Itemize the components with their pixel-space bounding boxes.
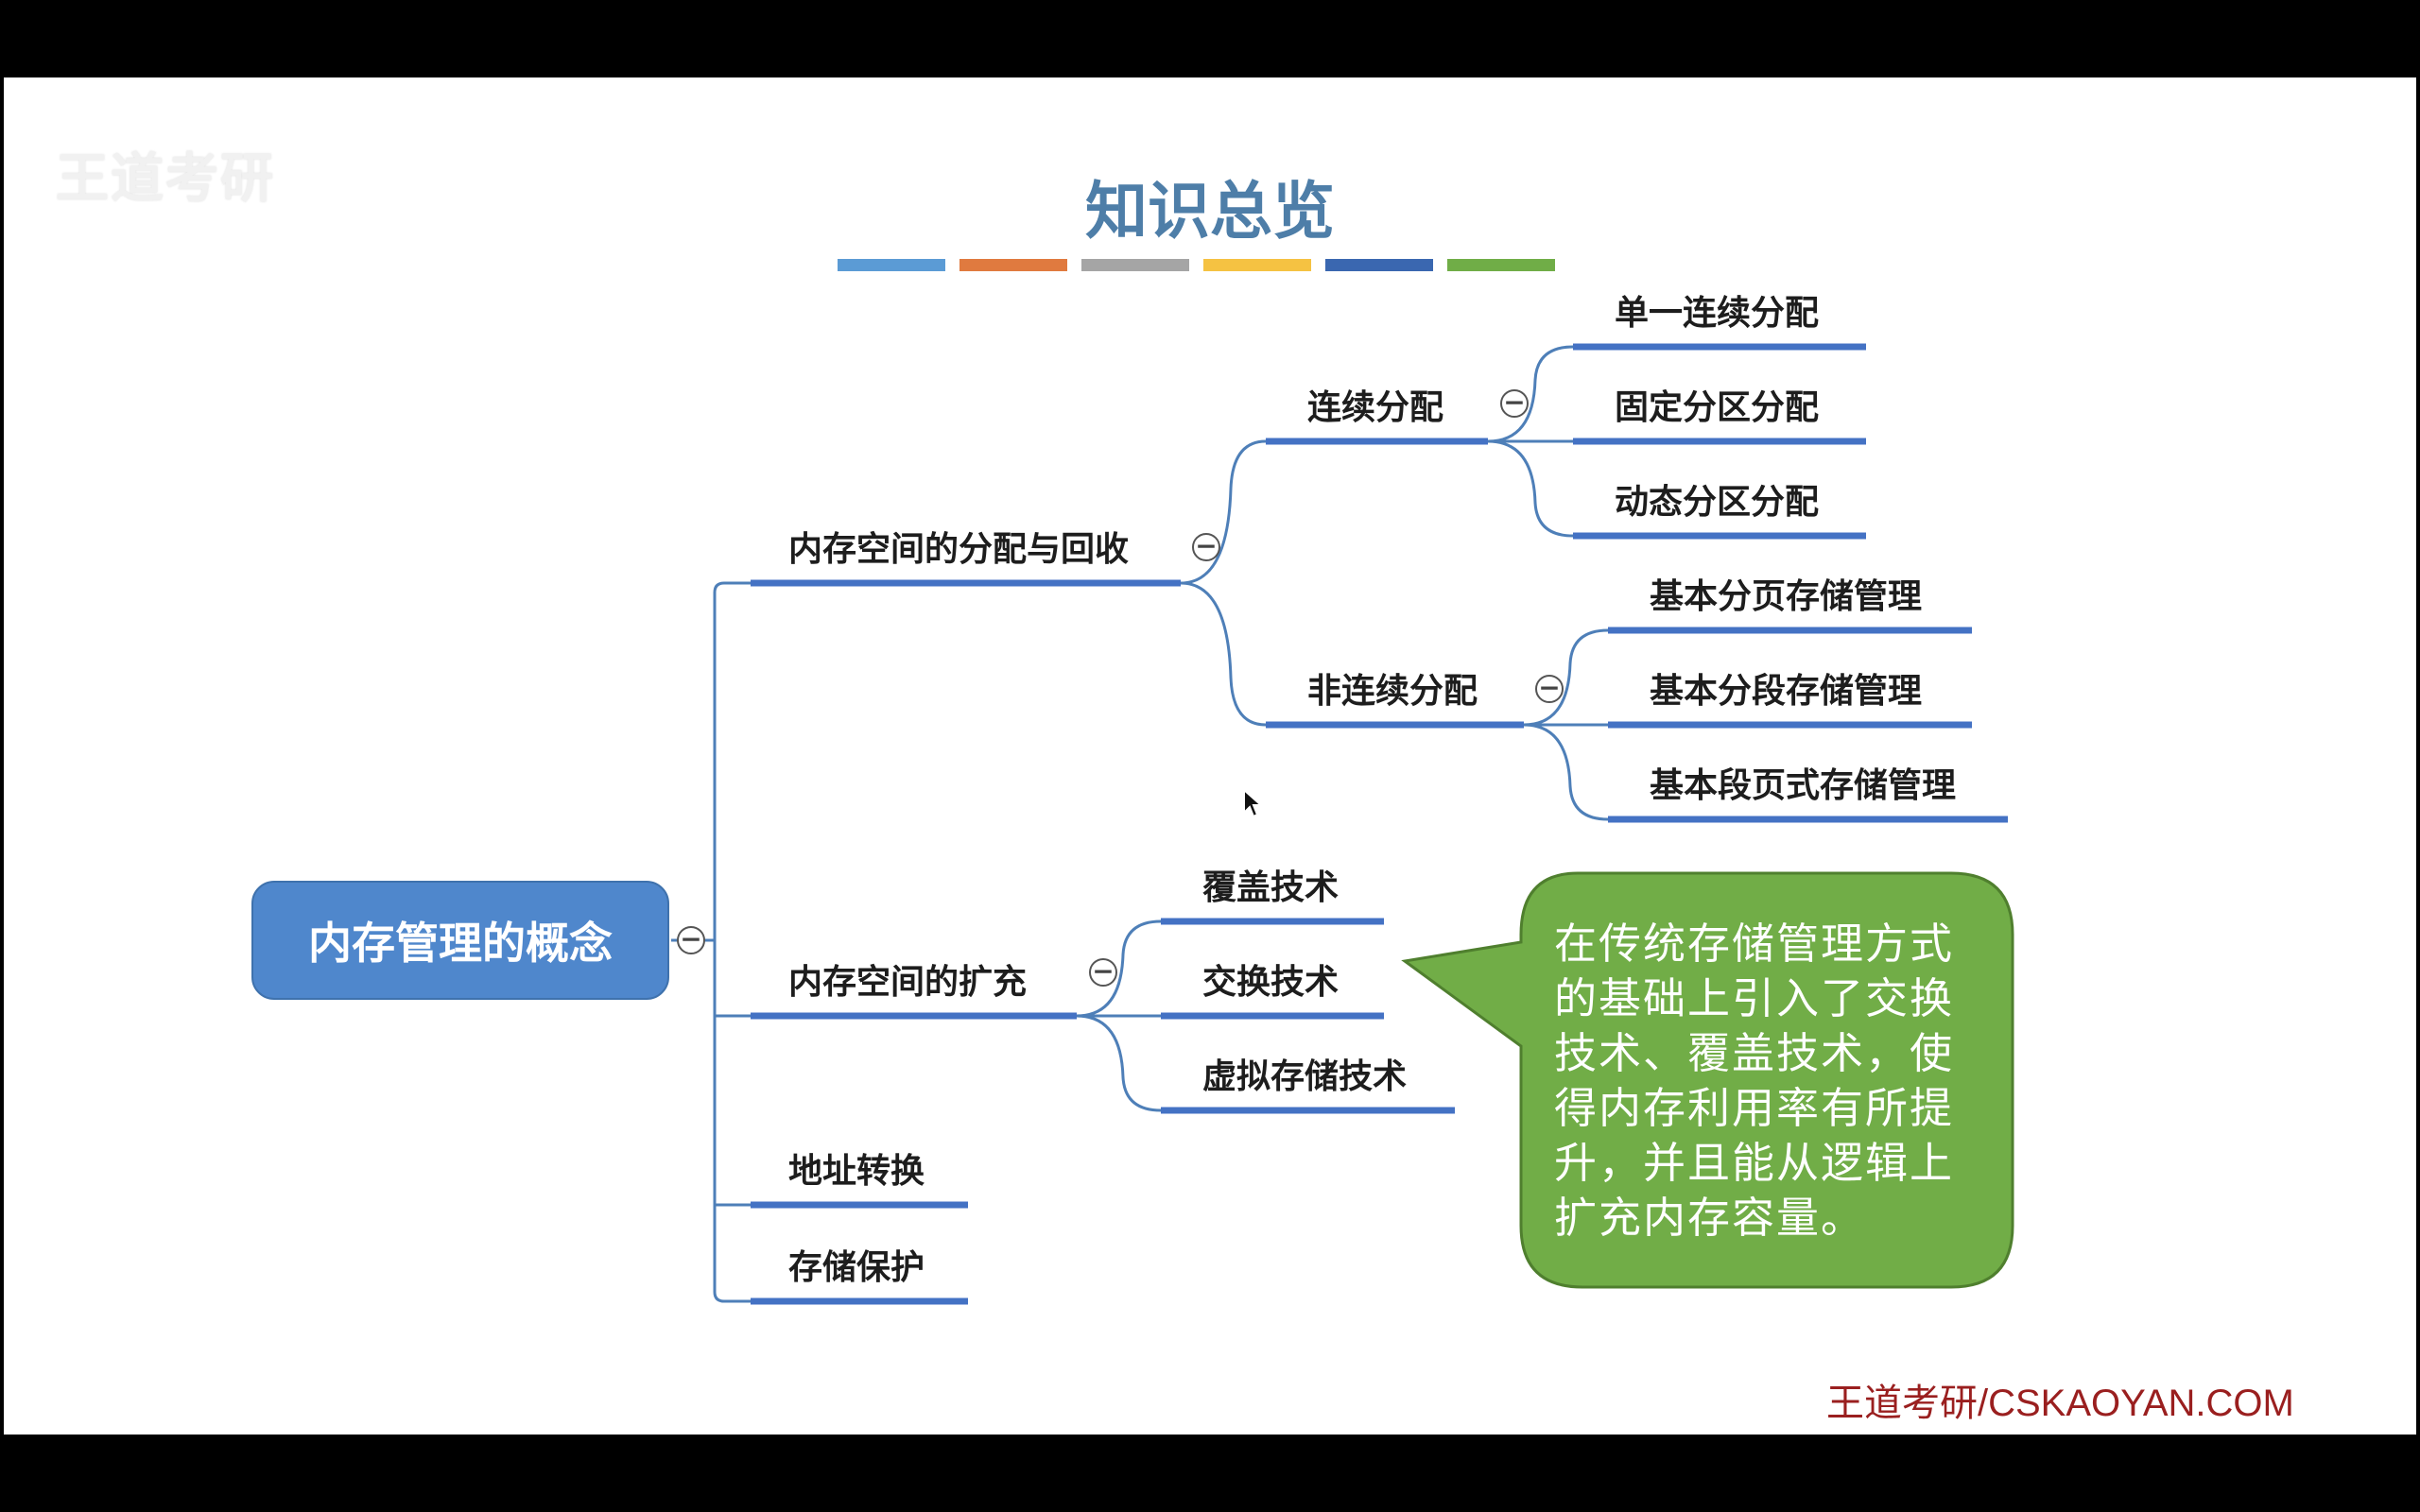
color-bar-1 (838, 259, 945, 271)
color-bar-4 (1203, 259, 1311, 271)
connector-b1 (1180, 439, 1267, 727)
collapse-branch2-toggle[interactable]: − (1089, 958, 1117, 987)
callout-bubble (1401, 871, 2014, 1289)
node-memory-expansion[interactable]: 内存空间的扩充 (788, 963, 1028, 1002)
connector-b2 (1076, 919, 1162, 1112)
footer-brand: 王道考研/CSKAOYAN.COM (1826, 1383, 2294, 1424)
node-single-contiguous[interactable]: 单一连续分配 (1615, 294, 1820, 333)
watermark-logo: 王道考研 (56, 148, 275, 210)
connector-c2 (1523, 628, 1609, 821)
root-node[interactable]: 内存管理的概念 (251, 881, 669, 1000)
color-bar-2 (959, 259, 1067, 271)
mouse-cursor-icon (1243, 788, 1263, 818)
collapse-contiguous-toggle[interactable]: − (1500, 389, 1529, 418)
node-segment-paging[interactable]: 基本段页式存储管理 (1650, 766, 1957, 805)
node-dynamic-partition[interactable]: 动态分区分配 (1615, 483, 1820, 522)
node-fixed-partition[interactable]: 固定分区分配 (1615, 388, 1820, 427)
node-swapping[interactable]: 交换技术 (1202, 963, 1340, 1002)
node-address-translation[interactable]: 地址转换 (788, 1152, 925, 1191)
bottom-letterbox (0, 1435, 2420, 1512)
color-bar-6 (1447, 259, 1555, 271)
connector-c1 (1487, 345, 1574, 538)
color-bar-3 (1081, 259, 1189, 271)
collapse-root-toggle[interactable]: − (677, 926, 705, 954)
color-bar-5 (1325, 259, 1433, 271)
node-noncontiguous-allocation[interactable]: 非连续分配 (1307, 672, 1478, 711)
node-paging[interactable]: 基本分页存储管理 (1650, 577, 1923, 616)
connector-root-vertical (713, 581, 751, 1303)
slide: 王道考研 知识总览 (4, 77, 2416, 1435)
node-memory-protection[interactable]: 存储保护 (788, 1248, 925, 1287)
collapse-branch1-toggle[interactable]: − (1192, 533, 1220, 561)
node-virtual-memory[interactable]: 虚拟存储技术 (1202, 1057, 1408, 1096)
node-overlay[interactable]: 覆盖技术 (1202, 868, 1340, 907)
node-memory-allocation[interactable]: 内存空间的分配与回收 (788, 530, 1130, 569)
node-contiguous-allocation[interactable]: 连续分配 (1307, 388, 1444, 427)
callout-text: 在传统存储管理方式的基础上引入了交换技术、覆盖技术，使得内存利用率有所提升，并且… (1554, 919, 1955, 1243)
node-segmentation[interactable]: 基本分段存储管理 (1650, 672, 1923, 711)
mindmap-connectors (671, 343, 2014, 1305)
top-letterbox (0, 0, 2420, 76)
collapse-noncontiguous-toggle[interactable]: − (1535, 675, 1564, 703)
slide-title: 知识总览 (1085, 174, 1335, 248)
